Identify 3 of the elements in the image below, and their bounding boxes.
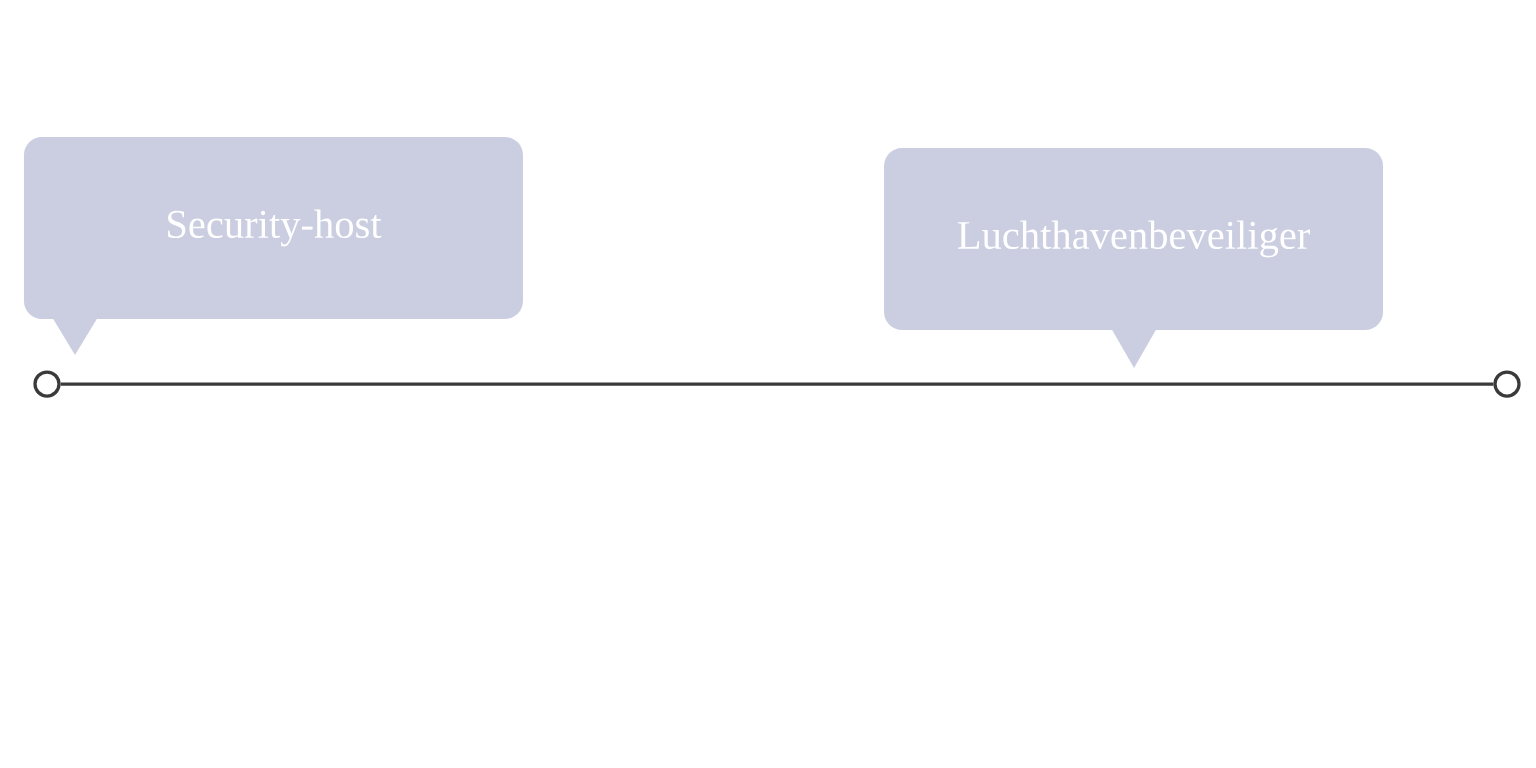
endpoint-circle bbox=[33, 370, 61, 398]
timeline-line bbox=[60, 382, 1494, 386]
endpoint-circle bbox=[1493, 370, 1521, 398]
